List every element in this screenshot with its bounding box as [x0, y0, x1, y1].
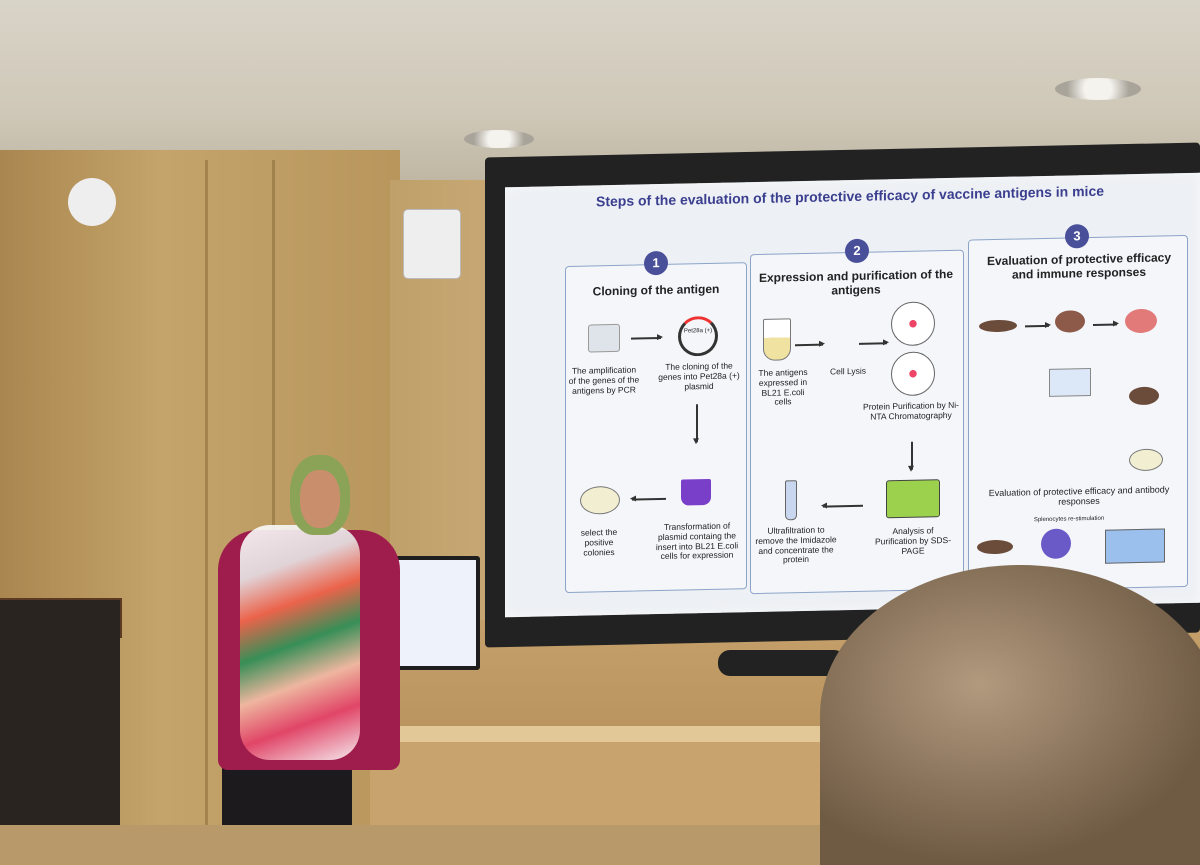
wall-speaker-icon — [404, 210, 460, 278]
arrow-icon — [632, 497, 666, 501]
step-1-number: 1 — [644, 250, 668, 276]
cells-icon — [1041, 528, 1071, 560]
antibody-caption: Evaluation of protective efficacy and an… — [988, 484, 1170, 508]
step-1-heading: Cloning of the antigen — [592, 281, 720, 299]
select-colonies-caption: select the positive colonies — [580, 526, 618, 558]
arrow-icon — [1093, 323, 1117, 326]
beaker-icon — [681, 478, 711, 506]
slide-title: Steps of the evaluation of the protectiv… — [595, 182, 1105, 210]
transformation-caption: Transformation of plasmid containg the i… — [655, 520, 739, 562]
wall-panel-seam — [272, 160, 275, 825]
cloning-caption: The cloning of the genes into Pet28a (+)… — [658, 360, 740, 392]
mouse-icon — [1129, 386, 1159, 406]
organ-icon — [1125, 308, 1157, 334]
speaker-scarf — [240, 525, 360, 760]
expressed-caption: The antigens expressed in BL21 E.coli ce… — [758, 366, 808, 407]
projected-slide: Steps of the evaluation of the protectiv… — [505, 172, 1200, 618]
arrow-icon — [859, 342, 887, 345]
tube-icon — [785, 480, 797, 521]
well-plate-icon — [1105, 528, 1165, 564]
arrow-icon — [1025, 324, 1049, 327]
step-1-box: 1 Cloning of the antigen Pet28a (+) The … — [565, 250, 747, 594]
step-2-box: 2 Expression and purification of the ant… — [750, 238, 964, 595]
step-2-heading: Expression and purification of the antig… — [758, 266, 954, 298]
pcr-caption: The amplification of the genes of the an… — [568, 364, 640, 396]
flask-icon — [763, 318, 791, 361]
ultrafiltration-caption: Ultrafiltration to remove the Imidazole … — [755, 524, 837, 565]
audience-head — [820, 565, 1200, 865]
sds-caption: Analysis of Purification by SDS-PAGE — [874, 525, 952, 556]
splenocytes-caption: Splenocytes re-stimulation — [1033, 515, 1105, 524]
step-3-heading: Evaluation of protective efficacy and im… — [986, 250, 1172, 282]
step-3-number: 3 — [1065, 224, 1089, 249]
purification-caption: Protein Purification by Ni-NTA Chromatog… — [863, 399, 959, 422]
wall-panel-seam — [205, 160, 208, 825]
conference-camera — [718, 650, 846, 676]
step-2-number: 2 — [845, 238, 869, 264]
speaker-face — [300, 470, 340, 528]
podium — [0, 600, 120, 825]
sds-page-icon — [886, 479, 940, 519]
petri-dish-icon — [580, 485, 620, 515]
cells-icon — [891, 351, 935, 397]
arrow-icon — [911, 441, 913, 470]
desk-surface — [370, 726, 820, 742]
arrow-icon — [823, 504, 863, 508]
pcr-machine-icon — [588, 323, 620, 353]
mouse-icon — [979, 319, 1017, 333]
results-chart-icon — [1049, 368, 1091, 397]
mouse-icon — [1055, 310, 1085, 333]
mouse-icon — [977, 539, 1013, 555]
desk — [370, 728, 820, 825]
arrow-icon — [795, 343, 823, 346]
plasmid-label: Pet28a (+) — [683, 327, 713, 335]
arrow-icon — [696, 404, 698, 443]
ceiling-light — [1055, 78, 1141, 100]
cells-icon — [891, 301, 935, 347]
plasmid-icon — [678, 315, 718, 357]
step-3-box: 3 Evaluation of protective efficacy and … — [968, 224, 1188, 592]
petri-dish-icon — [1129, 448, 1163, 472]
arrow-icon — [631, 337, 661, 340]
wall-speaker-icon — [68, 178, 116, 226]
ceiling-light — [464, 130, 534, 148]
cell-lysis-caption: Cell Lysis — [829, 365, 867, 377]
